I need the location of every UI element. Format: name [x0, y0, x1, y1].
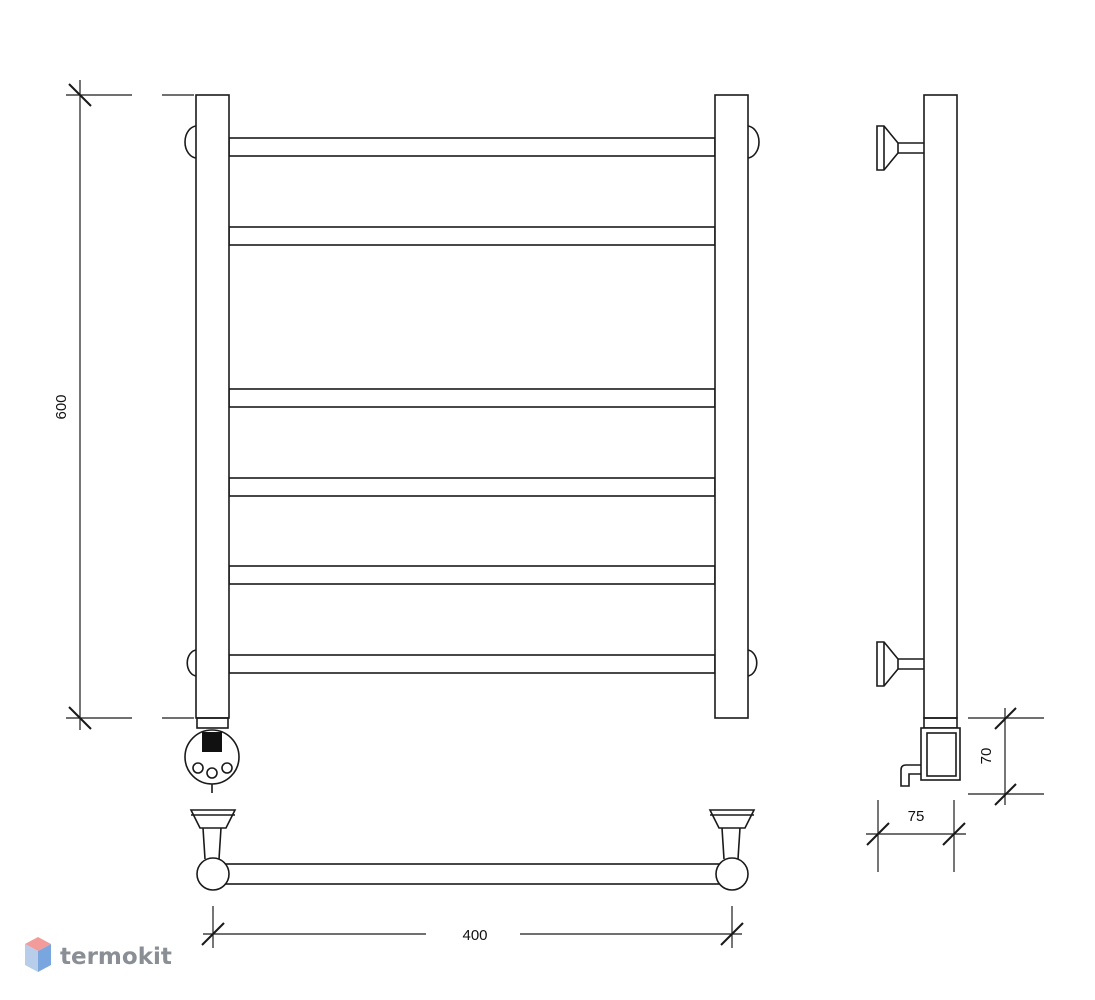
button-right-icon [221, 762, 233, 774]
top-view [189, 809, 756, 891]
width-dimension [201, 906, 744, 948]
top-right-bracket [708, 809, 756, 891]
horizontal-rails [228, 137, 716, 674]
front-view [184, 94, 760, 719]
depth-dimension [866, 800, 966, 872]
side-lower-bracket [876, 641, 924, 687]
side-heater-block [900, 727, 961, 787]
height-dimension [66, 80, 194, 730]
width-dimension-label: 400 [462, 927, 487, 944]
button-left-icon [192, 762, 204, 774]
top-view-rail [212, 863, 732, 885]
left-post [195, 94, 230, 719]
unit-height-dimension-label: 70 [978, 748, 995, 765]
top-left-bracket [189, 809, 237, 891]
logo-cube-icon [25, 937, 51, 972]
side-view [876, 94, 961, 787]
side-upper-bracket [876, 125, 924, 171]
rail-1 [228, 137, 716, 157]
rail-4 [228, 477, 716, 497]
termokit-logo: termokit [25, 937, 172, 972]
display-icon [202, 732, 222, 752]
front-wall-brackets [184, 125, 760, 677]
rail-5 [228, 565, 716, 585]
button-middle-icon [206, 767, 218, 779]
right-post [714, 94, 749, 719]
unit-height-dimension [968, 707, 1044, 806]
side-post [923, 94, 958, 719]
rail-3 [228, 388, 716, 408]
heater-controller [184, 717, 240, 793]
rail-6 [228, 654, 716, 674]
rail-2 [228, 226, 716, 246]
depth-dimension-label: 75 [908, 808, 925, 825]
brand-name: termokit [60, 944, 172, 970]
height-dimension-label: 600 [53, 394, 70, 419]
